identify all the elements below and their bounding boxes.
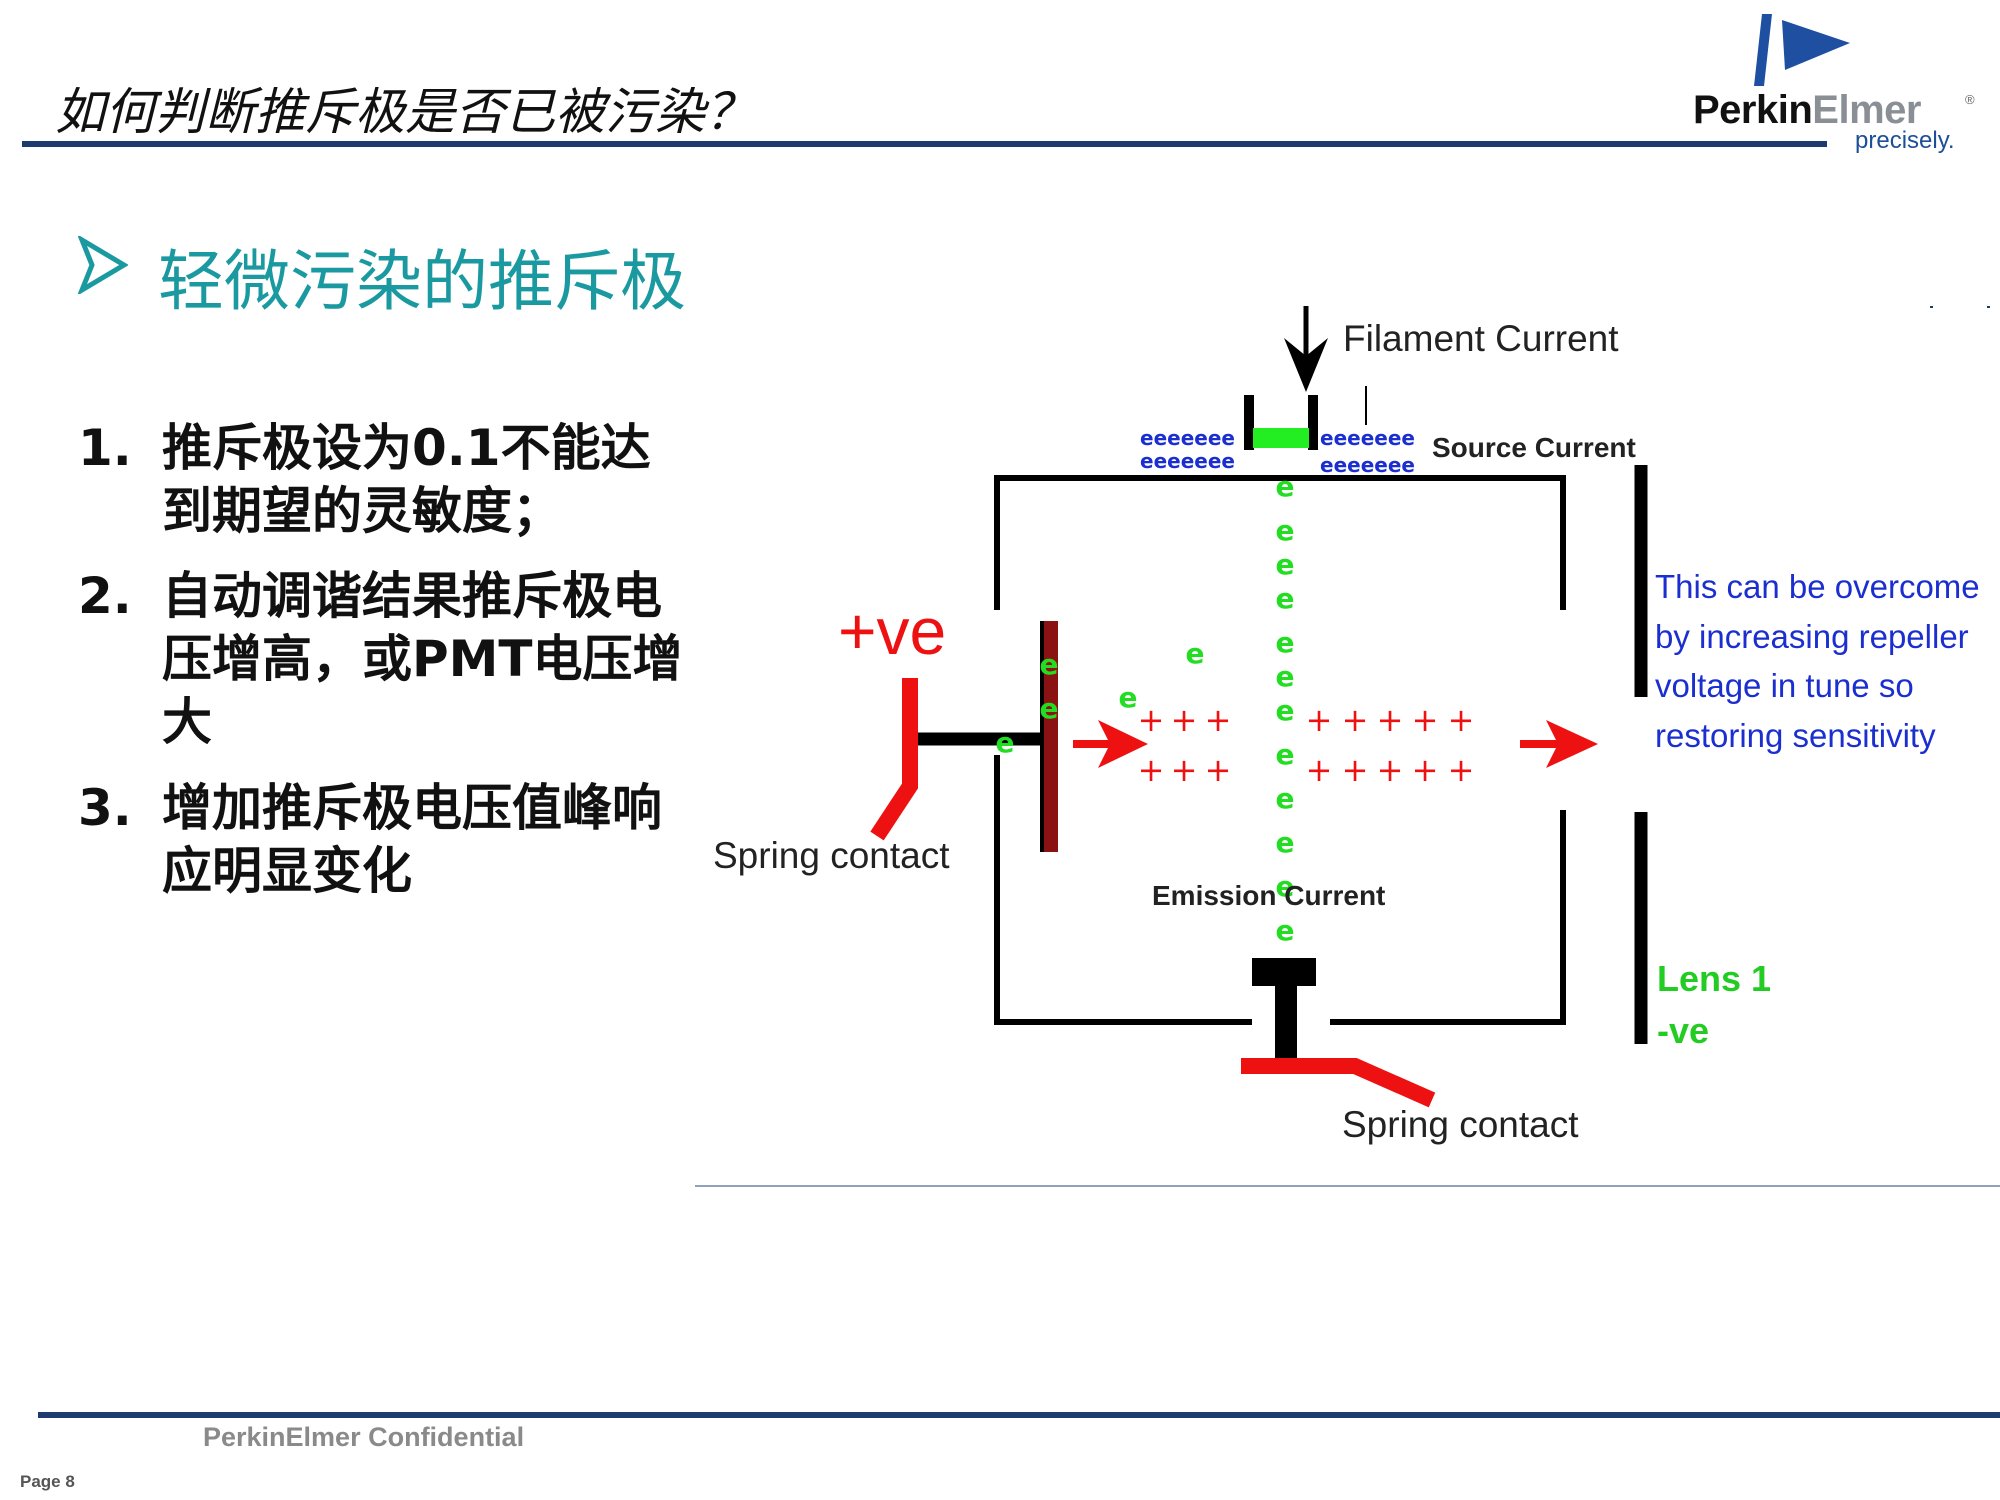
step-text: 推斥极设为0.1不能达到期望的灵敏度； — [162, 419, 651, 540]
ion: + — [1377, 701, 1404, 739]
ion: + — [1342, 751, 1369, 789]
electron-cloud: eeeeeee — [1320, 453, 1415, 477]
electron-cloud: eeeeeee — [1140, 449, 1235, 473]
electron: e — [1276, 470, 1295, 503]
electron: e — [1276, 914, 1295, 947]
electron: e — [1276, 738, 1295, 771]
positive-ions: + + + + + + + + + + + + + + + + — [1138, 701, 1475, 789]
step-number: 1. — [78, 419, 132, 477]
electron-cloud: eeeeeee — [1140, 426, 1235, 450]
electron: e — [1276, 548, 1295, 581]
filament-current-label: Filament Current — [1343, 318, 1619, 359]
source-electron-cloud: eeeeeee eeeeeee eeeeeee eeeeeee — [1140, 426, 1415, 477]
step-2: 2. 自动调谐结果推斥极电压增高，或PMT电压增大 — [78, 565, 698, 754]
step-3: 3. 增加推斥极电压值峰响应明显变化 — [78, 777, 698, 903]
electron: e — [1186, 637, 1205, 670]
logo-brand-part1: Perkin — [1693, 88, 1813, 132]
electron: e — [1276, 782, 1295, 815]
trap-cap — [1252, 958, 1316, 986]
ion: + — [1205, 751, 1232, 789]
title-divider — [22, 141, 1827, 147]
note-line: by increasing repeller — [1655, 618, 1969, 655]
step-1: 1. 推斥极设为0.1不能达到期望的灵敏度； — [78, 417, 698, 543]
electron: e — [1276, 514, 1295, 547]
ion-direction-arrow-icon — [1520, 720, 1598, 768]
ion: + — [1448, 701, 1475, 739]
step-number: 2. — [78, 567, 132, 625]
step-text: 增加推斥极电压值峰响应明显变化 — [162, 779, 662, 900]
ion: + — [1377, 751, 1404, 789]
ion: + — [1412, 751, 1439, 789]
ion: + — [1205, 701, 1232, 739]
electron: e — [1276, 626, 1295, 659]
lens-label: Lens 1 — [1657, 958, 1771, 999]
step-text: 自动调谐结果推斥极电压增高，或PMT电压增大 — [162, 567, 683, 751]
logo-wordmark: PerkinElmer — [1693, 88, 1921, 133]
section-heading: 轻微污染的推斥极 — [158, 243, 686, 320]
arrow-bullet-icon — [78, 236, 128, 294]
perkinelmer-logo-icon — [1754, 14, 1850, 86]
lens-polarity: -ve — [1657, 1010, 1709, 1051]
note-line: voltage in tune so — [1655, 667, 1914, 704]
ion-source-box — [994, 475, 1566, 1025]
electron: e — [996, 726, 1015, 759]
page-title: 如何判断推斥极是否已被污染？ — [55, 83, 755, 141]
logo-tagline: precisely. — [1855, 127, 1955, 154]
ion: + — [1171, 751, 1198, 789]
note-line: restoring sensitivity — [1655, 717, 1936, 754]
electron: e — [1276, 660, 1295, 693]
ion: + — [1306, 751, 1333, 789]
footer-confidential: PerkinElmer Confidential — [203, 1422, 525, 1452]
ion: + — [1342, 701, 1369, 739]
electron: e — [1040, 648, 1059, 681]
ion: + — [1306, 701, 1333, 739]
note: This can be overcome by increasing repel… — [1655, 568, 1980, 754]
electron: e — [1119, 681, 1138, 714]
note-line: This can be overcome — [1655, 568, 1980, 605]
source-current-label: Source Current — [1432, 432, 1636, 463]
electron: e — [1276, 694, 1295, 727]
spring-contact-left-label: Spring contact — [713, 835, 950, 876]
trap-stem — [1275, 984, 1297, 1058]
ion: + — [1171, 701, 1198, 739]
logo-brand-part2: Elmer — [1812, 88, 1921, 132]
footer-divider — [38, 1412, 2000, 1418]
logo-registered-mark: ® — [1965, 92, 1975, 107]
ion-direction-arrow-icon — [1073, 720, 1148, 768]
page-number: Page 8 — [20, 1472, 75, 1491]
emission-current-label: Emission Current — [1152, 880, 1385, 911]
electron: e — [1276, 826, 1295, 859]
positive-label: +ve — [838, 594, 946, 668]
filament — [1253, 428, 1309, 448]
electron: e — [1276, 870, 1295, 903]
emission-electrons: e e e e e e e e e e e e — [1276, 470, 1295, 947]
filament-arrow-icon — [1284, 306, 1328, 392]
step-number: 3. — [78, 779, 132, 837]
bottom-spring-contact — [1241, 1058, 1436, 1108]
spring-contact-bottom-label: Spring contact — [1342, 1104, 1579, 1145]
ion: + — [1412, 701, 1439, 739]
ion: + — [1138, 701, 1165, 739]
ion: + — [1138, 751, 1165, 789]
electron: e — [1040, 692, 1059, 725]
stray-electrons: e e e e e — [996, 637, 1205, 759]
electron-cloud: eeeeeee — [1320, 426, 1415, 450]
left-spring-contact — [870, 678, 918, 841]
ion: + — [1448, 751, 1475, 789]
electron: e — [1276, 582, 1295, 615]
